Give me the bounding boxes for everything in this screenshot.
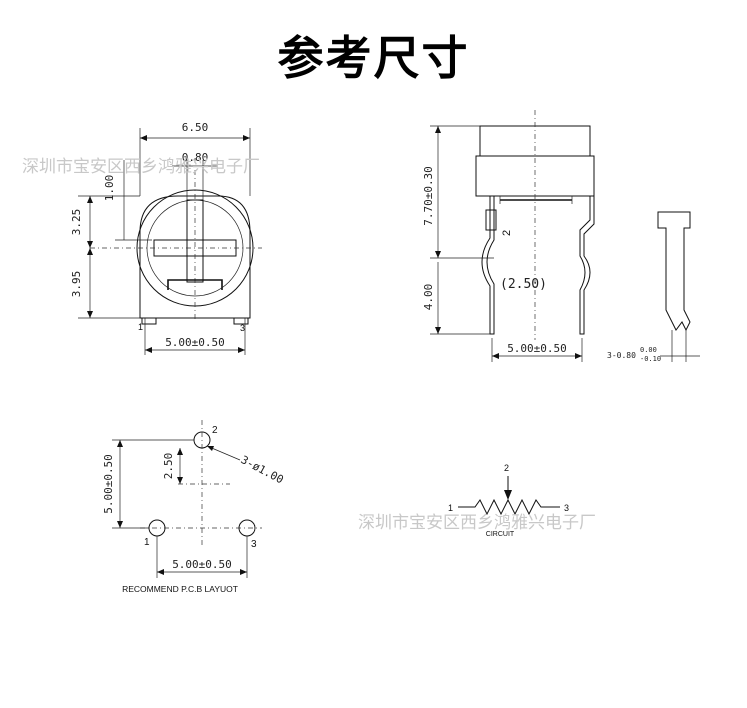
pin-label-3: 3 bbox=[240, 323, 245, 333]
dim-lead-offset: (2.50) bbox=[500, 277, 547, 292]
wiper-arrow bbox=[504, 490, 512, 500]
side-pin-label-2: 2 bbox=[501, 230, 513, 236]
pin-left bbox=[141, 317, 157, 325]
top-view-foot bbox=[167, 279, 223, 290]
dim-lower-height: 3.95 bbox=[70, 271, 83, 298]
circuit-pin-1: 1 bbox=[448, 503, 453, 513]
dim-hole: 3-ø1.00 bbox=[239, 453, 286, 486]
end-view bbox=[657, 211, 691, 332]
circuit-caption: CIRCUIT bbox=[486, 531, 515, 538]
watermark-bottom: 深圳市宝安区西乡鸿雅兴电子厂 bbox=[358, 513, 596, 533]
right-lead bbox=[579, 195, 595, 335]
circuit-pin-3: 3 bbox=[564, 503, 569, 513]
dim-width: 6.50 bbox=[182, 121, 209, 134]
dim-upper-height: 3.25 bbox=[70, 209, 83, 236]
left-lead bbox=[481, 195, 495, 335]
page-title: 参考尺寸 bbox=[277, 31, 470, 85]
top-view-body bbox=[139, 195, 251, 319]
pcb-dim-offset: 2.50 bbox=[162, 453, 175, 480]
circuit-symbol: 1 2 3 CIRCUIT bbox=[448, 463, 569, 538]
pcb-layout: 2 1 3 3-ø1.00 5.00±0.50 2.50 5.00±0.50 R… bbox=[102, 420, 286, 594]
dim-tol-minus: -0.10 bbox=[640, 355, 661, 363]
dim-pin-width: 3-0.80 bbox=[607, 351, 636, 360]
pin-right bbox=[233, 317, 249, 325]
pcb-caption: RECOMMEND P.C.B LAYUOT bbox=[122, 584, 238, 594]
side-view: 7.70±0.30 4.00 2 (2.50) 5.00±0.50 3-0.80… bbox=[422, 110, 700, 363]
pcb-pin-label-1: 1 bbox=[144, 537, 150, 548]
resistor-zigzag bbox=[458, 498, 560, 516]
dim-total-height: 7.70±0.30 bbox=[422, 166, 435, 226]
dim-top-offset: 1.00 bbox=[103, 175, 116, 202]
side-dim-pin-spacing: 5.00±0.50 bbox=[507, 342, 567, 355]
pcb-dim-height: 5.00±0.50 bbox=[102, 454, 115, 514]
dim-lead-height: 4.00 bbox=[422, 284, 435, 311]
dim-tol-plus: 0.00 bbox=[640, 346, 657, 354]
dim-pin-spacing: 5.00±0.50 bbox=[165, 336, 225, 349]
circuit-pin-2: 2 bbox=[504, 463, 509, 473]
pcb-pin-label-2: 2 bbox=[212, 425, 218, 436]
top-view: 6.50 0.80 1.00 3.25 3.95 5.00±0.50 1 3 bbox=[70, 121, 262, 355]
pcb-dim-spacing: 5.00±0.50 bbox=[172, 558, 232, 571]
watermark-top: 深圳市宝安区西乡鸿雅兴电子厂 bbox=[22, 157, 260, 177]
pcb-pin-label-3: 3 bbox=[251, 539, 257, 550]
dim-slot: 0.80 bbox=[182, 151, 209, 164]
pin-label-1: 1 bbox=[138, 322, 143, 332]
side-tab bbox=[485, 209, 497, 231]
